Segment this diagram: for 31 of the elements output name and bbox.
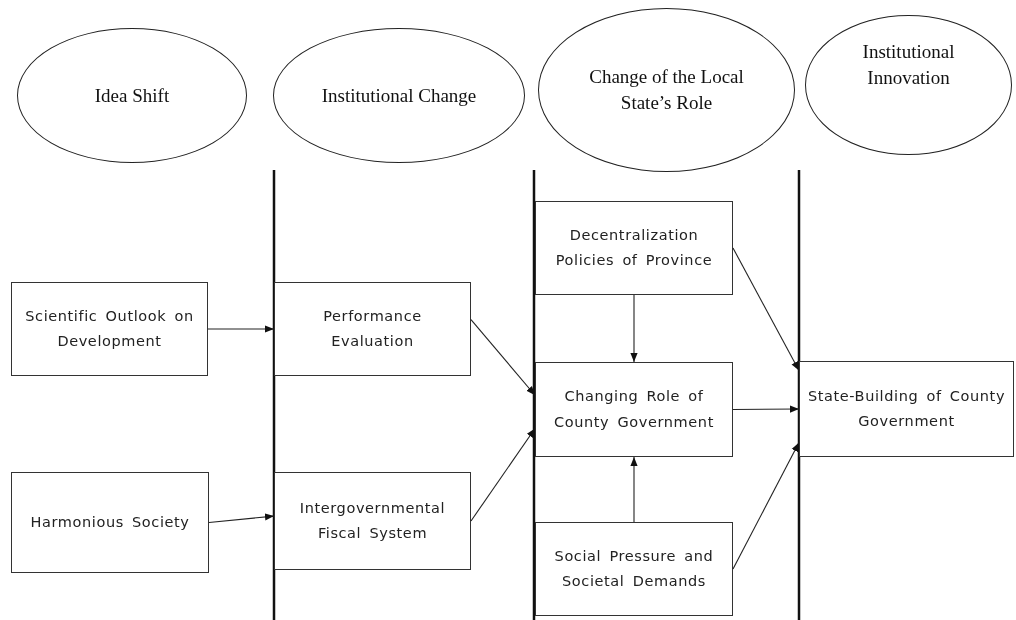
process-box xyxy=(535,362,733,457)
process-box xyxy=(11,472,209,573)
process-box xyxy=(535,522,733,616)
stage-ellipse xyxy=(17,28,247,163)
node-label: Idea Shift xyxy=(94,83,170,108)
process-box xyxy=(274,472,471,570)
arrow xyxy=(630,294,638,363)
arrow xyxy=(630,456,638,523)
node-label: Scientific Outlook on Development xyxy=(24,306,195,351)
process-box xyxy=(274,282,471,376)
node-label: Change of the Local State’s Role xyxy=(588,65,745,115)
node-label: Institutional Innovation xyxy=(861,40,956,90)
node-label: Performance Evaluation xyxy=(322,306,423,351)
node-label: State-Building of County Government xyxy=(806,386,1007,431)
node-label: Intergovernmental Fiscal System xyxy=(298,498,447,543)
arrow xyxy=(208,513,275,524)
arrow xyxy=(470,319,536,396)
node-label: Changing Role of County Government xyxy=(553,387,715,432)
arrow xyxy=(470,427,536,522)
process-box xyxy=(11,282,208,376)
arrow xyxy=(732,442,800,570)
process-box xyxy=(799,361,1014,457)
node-label: Harmonious Society xyxy=(30,512,190,532)
node-label: Institutional Change xyxy=(321,83,477,108)
stage-ellipse xyxy=(273,28,525,163)
node-label: Decentralization Policies of Province xyxy=(554,225,714,270)
arrow xyxy=(732,405,800,413)
process-box xyxy=(535,201,733,295)
node-label: Social Pressure and Societal Demands xyxy=(553,546,715,591)
arrow xyxy=(732,247,800,372)
arrow xyxy=(207,325,275,333)
